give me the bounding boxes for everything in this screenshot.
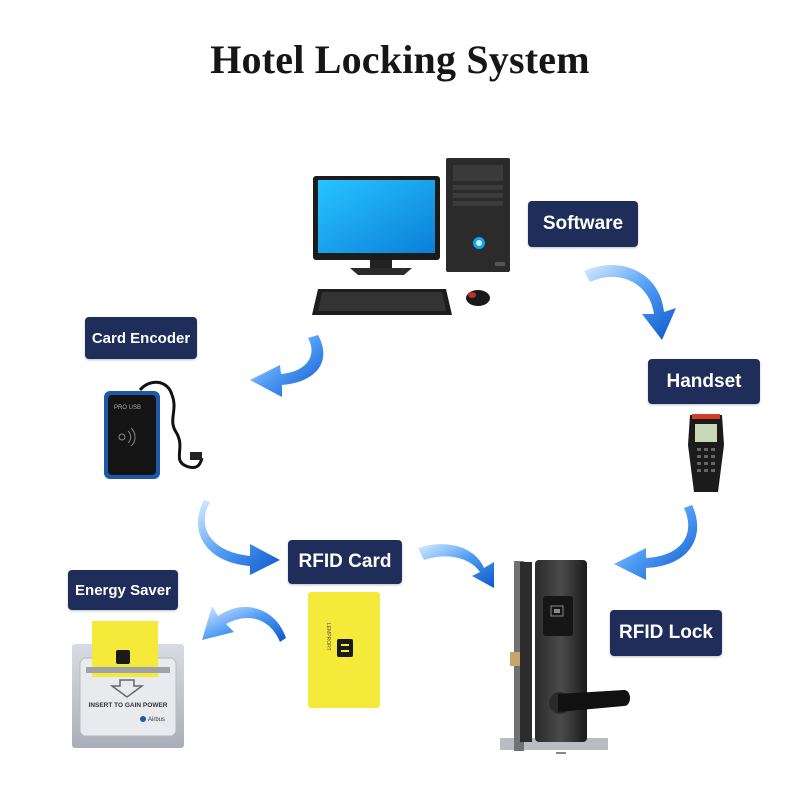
label-card-encoder: Card Encoder: [85, 317, 197, 359]
energy-saver-icon: INSERT TO GAIN POWER Airbus: [72, 621, 184, 748]
curved-arrow-icon: [202, 606, 286, 642]
curved-arrow-icon: [250, 335, 324, 397]
label-handset: Handset: [648, 359, 760, 404]
label-software: Software: [528, 201, 638, 247]
label-rfid-card: RFID Card: [288, 540, 402, 584]
label-energy-saver: Energy Saver: [68, 570, 178, 610]
encoder-brand: PRO USB: [114, 405, 141, 411]
curved-arrow-icon: [197, 500, 280, 575]
computer-icon: [312, 158, 510, 315]
handset-icon: [688, 414, 724, 492]
rfid-card-icon: LEMPRORT: [308, 592, 380, 708]
energy-saver-text: INSERT TO GAIN POWER: [89, 702, 168, 709]
curved-arrow-icon: [418, 544, 494, 588]
diagram-title: Hotel Locking System: [210, 37, 590, 82]
label-rfid-lock: RFID Lock: [610, 610, 722, 656]
curved-arrow-icon: [614, 505, 698, 580]
curved-arrow-icon: [584, 265, 676, 340]
card-encoder-icon: PRO USB: [104, 380, 204, 479]
rfid-lock-icon: [500, 560, 630, 754]
card-brand: LEMPRORT: [325, 623, 331, 651]
energy-saver-brand: Airbus: [148, 717, 165, 723]
